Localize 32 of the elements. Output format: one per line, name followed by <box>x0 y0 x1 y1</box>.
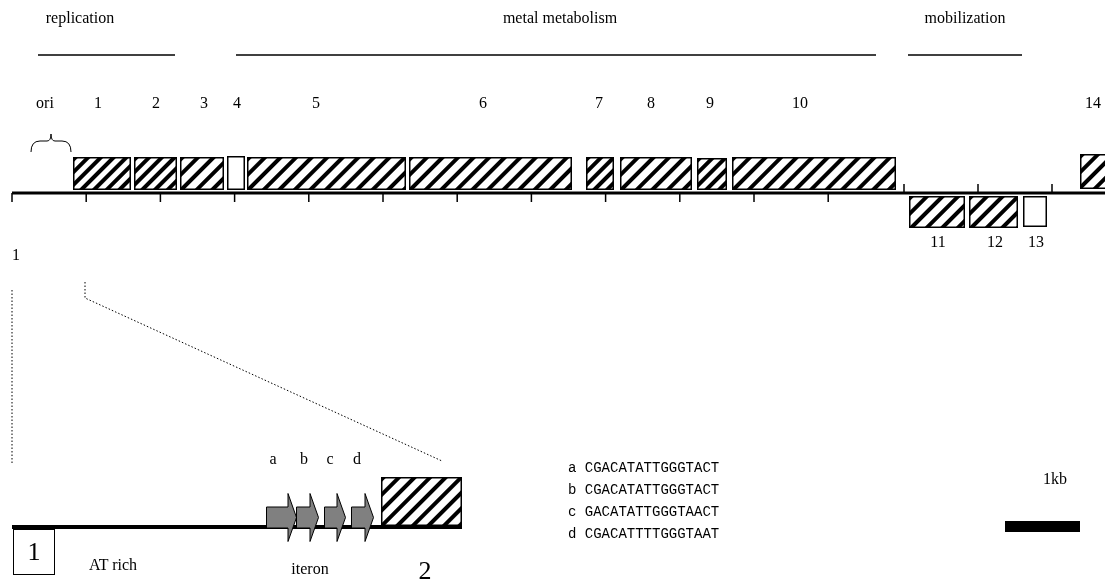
section-heading: metal metabolism <box>502 10 618 26</box>
gene-number: 5 <box>312 95 320 111</box>
gene-number: 7 <box>595 95 603 111</box>
iteron-letter: a <box>269 451 277 467</box>
gene-number: 2 <box>152 95 160 111</box>
gene-number: 8 <box>647 95 655 111</box>
sequence-text: b CGACATATTGGGTACT <box>568 483 720 497</box>
iteron-letter: b <box>300 451 308 467</box>
gene-number: 6 <box>479 95 487 111</box>
iteron-letter: c <box>326 451 334 467</box>
gene-number: 3 <box>200 95 208 111</box>
region-label: AT rich <box>88 557 138 573</box>
iteron-letter: d <box>353 451 361 467</box>
coordinate-label: 1 <box>12 247 20 263</box>
scale-label: 1kb <box>1043 471 1067 487</box>
section-heading: mobilization <box>924 10 1006 26</box>
sequence-text: d CGACATTTTGGGTAAT <box>568 527 720 541</box>
gene-number: 1 <box>94 95 102 111</box>
region-label: iteron <box>291 561 329 577</box>
region-label: ori <box>36 95 54 111</box>
sequence-text: a CGACATATTGGGTACT <box>568 461 720 475</box>
sequence-text: c GACATATTGGGTAACT <box>568 505 720 519</box>
gene-number: 4 <box>233 95 241 111</box>
gene-number: 9 <box>706 95 714 111</box>
gene-number: 2 <box>418 558 432 581</box>
region-number-box: 1 <box>13 529 55 575</box>
gene-number: 10 <box>792 95 808 111</box>
section-heading: replication <box>45 10 115 26</box>
gene-number: 12 <box>987 234 1003 250</box>
gene-number: 13 <box>1028 234 1044 250</box>
gene-number: 14 <box>1085 95 1101 111</box>
gene-number: 11 <box>930 234 946 250</box>
